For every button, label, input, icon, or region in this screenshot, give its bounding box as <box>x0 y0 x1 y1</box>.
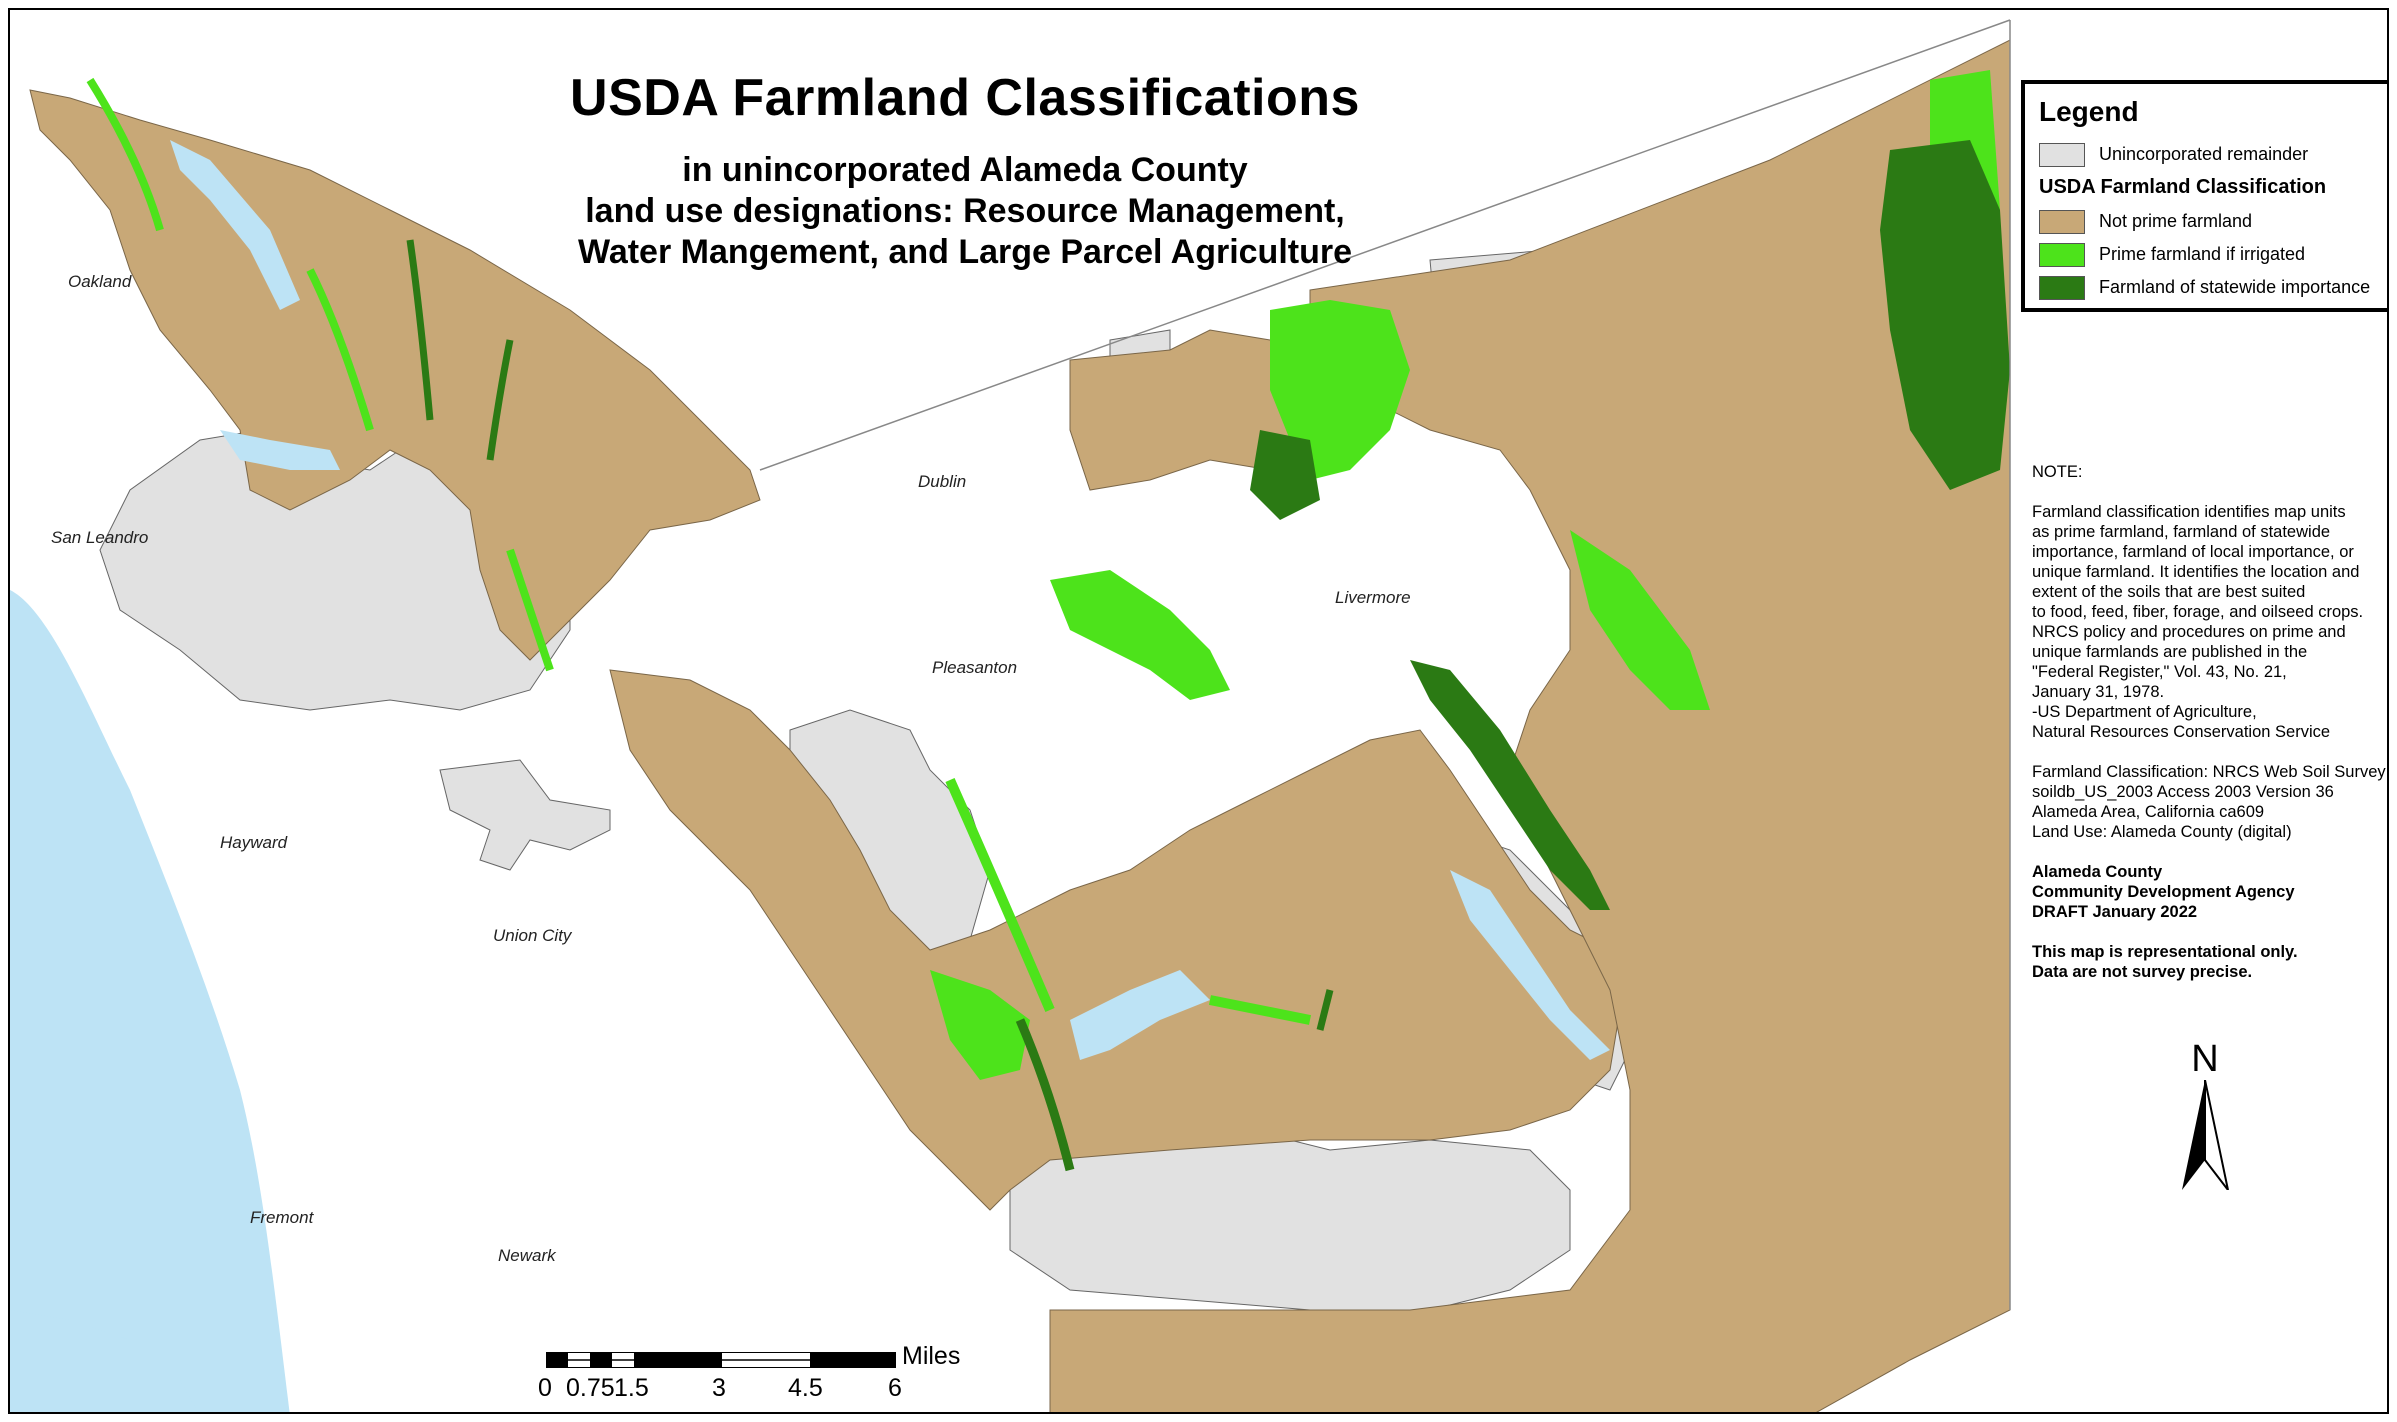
legend-swatch-not-prime <box>2039 209 2085 234</box>
legend-label-prime-irrigated: Prime farmland if irrigated <box>2099 244 2306 264</box>
place-label-union-city: Union City <box>493 926 572 945</box>
place-label-pleasanton: Pleasanton <box>932 658 1018 677</box>
farmland-statewide-north <box>1250 430 1320 520</box>
map-canvas <box>10 19 2011 1412</box>
place-label-newark: Newark <box>498 1246 556 1265</box>
scale-bar: Miles 0 0.75 1.5 3 4.5 6 <box>538 1342 986 1408</box>
unincorporated-west <box>99 429 571 711</box>
map-subtitle-line-3: Water Mangement, and Large Parcel Agricu… <box>578 233 1352 271</box>
notes-paragraph: Farmland classification identifies map u… <box>2032 502 2387 742</box>
notes-line: importance, farmland of local importance… <box>2032 543 2354 561</box>
map-title: USDA Farmland Classifications <box>570 69 1360 127</box>
disclaimer-line: Data are not survey precise. <box>2032 963 2253 981</box>
map-frame: USDA Farmland Classifications in unincor… <box>8 8 2389 1414</box>
farmland-statewide-creek-4 <box>1316 989 1334 1031</box>
reservoir-san-antonio <box>1070 970 1210 1060</box>
legend-swatch-statewide <box>2039 275 2085 300</box>
title-block: USDA Farmland Classifications in unincor… <box>480 68 1450 273</box>
map-subtitle-line-1: in unincorporated Alameda County <box>682 151 1248 189</box>
scale-tick: 0.75 <box>566 1374 615 1402</box>
notes-line: January 31, 1978. <box>2032 683 2165 701</box>
legend-row-prime-irrigated: Prime farmland if irrigated <box>2039 238 2373 271</box>
notes-sources: Farmland Classification: NRCS Web Soil S… <box>2032 762 2387 842</box>
reservoir-calaveras <box>1450 870 1610 1060</box>
north-arrow-icon <box>2182 1080 2229 1190</box>
notes-line: unique farmland. It identifies the locat… <box>2032 563 2360 581</box>
legend-row-not-prime: Not prime farmland <box>2039 205 2373 238</box>
scale-tick: 3 <box>712 1374 726 1402</box>
legend-row-unincorporated: Unincorporated remainder <box>2039 138 2373 171</box>
disclaimer-line: This map is representational only. <box>2032 943 2298 961</box>
notes-heading: NOTE: <box>2032 463 2083 481</box>
place-label-livermore: Livermore <box>1335 588 1411 607</box>
farmland-prime-creek-4 <box>945 777 1055 1012</box>
notes-line: Natural Resources Conservation Service <box>2032 723 2331 741</box>
farmland-statewide-creek-3 <box>1015 1018 1075 1172</box>
notes-line: -US Department of Agriculture, <box>2032 703 2257 721</box>
farmland-statewide-creek-1 <box>406 239 434 421</box>
farmland-prime-creek-3 <box>506 548 554 672</box>
place-label-oakland: Oakland <box>68 272 132 291</box>
source-line: Alameda Area, California ca609 <box>2032 803 2265 821</box>
legend-swatch-prime-irrigated <box>2039 242 2085 267</box>
legend-label-not-prime: Not prime farmland <box>2099 211 2253 231</box>
notes-agency: Alameda County Community Development Age… <box>2032 862 2387 922</box>
agency-line: Alameda County <box>2032 863 2163 881</box>
scale-unit: Miles <box>902 1342 961 1370</box>
unincorporated-hayward-hills <box>439 759 611 871</box>
source-line: soildb_US_2003 Access 2003 Version 36 <box>2032 783 2334 801</box>
legend-title: Legend <box>2039 96 2139 127</box>
scale-tick: 1.5 <box>614 1374 649 1402</box>
reservoir-lake-chabot <box>220 430 340 470</box>
notes-line: extent of the soils that are best suited <box>2032 583 2306 601</box>
scale-tick: 6 <box>888 1374 902 1402</box>
farmland-prime-east-valley <box>1570 530 1710 710</box>
scale-tick: 4.5 <box>788 1374 823 1402</box>
agency-line: DRAFT January 2022 <box>2032 903 2198 921</box>
notes-line: "Federal Register," Vol. 43, No. 21, <box>2032 663 2287 681</box>
farmland-prime-creek-2 <box>306 268 374 432</box>
scale-bar-graphic <box>546 1352 896 1368</box>
place-label-dublin: Dublin <box>918 472 967 491</box>
farmland-prime-livermore-north <box>1270 300 1410 480</box>
notes-line: Farmland classification identifies map u… <box>2032 503 2346 521</box>
notes-line: as prime farmland, farmland of statewide <box>2032 523 2331 541</box>
bay-water <box>10 590 290 1412</box>
farmland-not-prime-northwest <box>29 89 761 661</box>
farmland-prime-creek-5 <box>1209 995 1311 1025</box>
north-arrow-label: N <box>2191 1038 2219 1080</box>
legend-label-statewide: Farmland of statewide importance <box>2099 277 2371 297</box>
farmland-prime-livermore-valley <box>1050 570 1230 700</box>
notes-panel: NOTE: Farmland classification identifies… <box>2032 462 2387 982</box>
agency-line: Community Development Agency <box>2032 883 2295 901</box>
farmland-statewide-creek-2 <box>486 339 514 461</box>
place-label-san-leandro: San Leandro <box>51 528 149 547</box>
scale-tick: 0 <box>538 1374 552 1402</box>
farmland-not-prime-central <box>609 669 1621 1211</box>
bay-inlet <box>10 1310 198 1412</box>
source-line: Farmland Classification: NRCS Web Soil S… <box>2032 763 2386 781</box>
notes-line: NRCS policy and procedures on prime and <box>2032 623 2346 641</box>
legend-row-statewide: Farmland of statewide importance <box>2039 271 2373 304</box>
farmland-not-prime-east <box>1049 39 2011 1412</box>
farmland-prime-creek-1 <box>86 77 164 232</box>
county-boundary <box>759 19 2011 1310</box>
source-line: Land Use: Alameda County (digital) <box>2032 823 2292 841</box>
north-arrow: N <box>2170 1038 2240 1190</box>
farmland-statewide-altamont <box>1410 660 1610 910</box>
notes-line: unique farmlands are published in the <box>2032 643 2308 661</box>
reservoir-upper-san-leandro <box>170 140 300 310</box>
legend-swatch-unincorporated <box>2039 142 2085 167</box>
farmland-statewide-northeast <box>1880 140 2010 490</box>
place-label-fremont: Fremont <box>250 1208 314 1227</box>
farmland-prime-sunol <box>930 970 1030 1080</box>
legend: Legend Unincorporated remainder USDA Far… <box>2021 80 2387 312</box>
notes-disclaimer: This map is representational only. Data … <box>2032 942 2387 982</box>
legend-label-unincorporated: Unincorporated remainder <box>2099 144 2309 164</box>
notes-line: to food, feed, fiber, forage, and oilsee… <box>2032 603 2364 621</box>
unincorporated-south <box>1009 1129 1571 1311</box>
legend-heading-usda: USDA Farmland Classification <box>2039 176 2327 198</box>
map-subtitle-line-2: land use designations: Resource Manageme… <box>585 192 1345 230</box>
place-label-hayward: Hayward <box>220 833 288 852</box>
